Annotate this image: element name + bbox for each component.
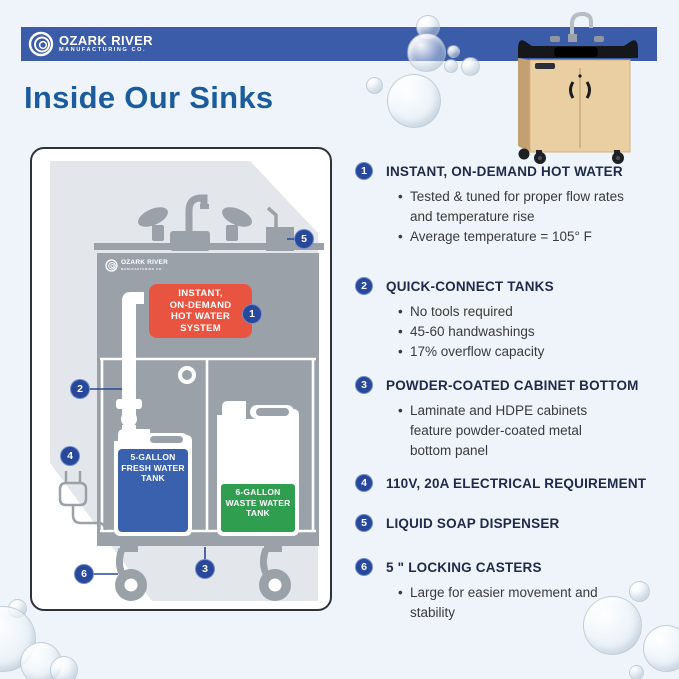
hot-water-line: SYSTEM xyxy=(180,322,221,334)
waste-tank-line: WASTE WATER xyxy=(225,497,291,508)
feature-bullet: No tools required xyxy=(398,302,670,322)
feature-bullet: Average temperature = 105° F xyxy=(398,227,640,247)
cabinet-brand-name: OZARK RIVER xyxy=(121,259,168,267)
product-photo-sink xyxy=(518,11,638,164)
feature-bullet: 17% overflow capacity xyxy=(398,342,670,362)
fresh-tank-line: FRESH WATER xyxy=(121,462,185,473)
features-list: 1 INSTANT, ON-DEMAND HOT WATER Tested & … xyxy=(355,162,670,623)
bubble-decoration xyxy=(387,74,441,128)
feature-locking-casters: 6 5 " LOCKING CASTERS Large for easier m… xyxy=(355,558,670,623)
feature-title: INSTANT, ON-DEMAND HOT WATER xyxy=(386,163,623,179)
diagram-callout-4: 4 xyxy=(60,446,80,466)
feature-number-badge: 5 xyxy=(355,514,373,532)
diagram-callout-3: 3 xyxy=(195,559,215,579)
fresh-tank-line: 5-GALLON xyxy=(130,452,176,462)
feature-bullet: Tested & tuned for proper flow rates and… xyxy=(398,187,640,227)
feature-title: 110V, 20A ELECTRICAL REQUIREMENT xyxy=(386,475,647,491)
brand-logo: OZARK RIVER MANUFACTURING CO. xyxy=(28,31,153,57)
feature-title: 5 " LOCKING CASTERS xyxy=(386,559,542,575)
bubble-decoration xyxy=(447,45,460,58)
cabinet-brand-logo-icon xyxy=(105,259,118,272)
feature-hot-water: 1 INSTANT, ON-DEMAND HOT WATER Tested & … xyxy=(355,162,670,247)
bubble-decoration xyxy=(444,59,458,73)
cabinet-brand-subtitle: MANUFACTURING CO. xyxy=(121,266,164,271)
waste-tank-line: 6-GALLON xyxy=(235,487,281,497)
bubble-decoration xyxy=(366,77,383,94)
diagram-callout-5: 5 xyxy=(294,229,314,249)
waste-water-tank-label: 6-GALLON WASTE WATER TANK xyxy=(221,487,295,519)
waste-tank-line: TANK xyxy=(246,508,270,518)
feature-bullet: 45-60 handwashings xyxy=(398,322,670,342)
bubble-decoration xyxy=(407,33,446,72)
bubble-decoration xyxy=(50,656,78,679)
page-title: Inside Our Sinks xyxy=(24,80,274,115)
brand-logo-icon xyxy=(28,31,54,57)
sink-cutaway-diagram: OZARK RIVER MANUFACTURING CO. INSTANT, O… xyxy=(30,147,332,611)
hot-water-line: HOT WATER xyxy=(171,311,230,322)
feature-electrical: 4 110V, 20A ELECTRICAL REQUIREMENT xyxy=(355,474,670,492)
feature-number-badge: 2 xyxy=(355,277,373,295)
diagram-callout-2: 2 xyxy=(70,379,90,399)
diagram-callout-1: 1 xyxy=(242,304,262,324)
sink-cutaway-art xyxy=(58,194,324,601)
bubble-decoration xyxy=(583,596,642,655)
feature-cabinet-bottom: 3 POWDER-COATED CABINET BOTTOM Laminate … xyxy=(355,376,670,461)
feature-number-badge: 4 xyxy=(355,474,373,492)
feature-number-badge: 1 xyxy=(355,162,373,180)
feature-bullet: Large for easier movement and stability xyxy=(398,583,625,623)
bubble-decoration xyxy=(461,57,480,76)
fresh-water-tank-label: 5-GALLON FRESH WATER TANK xyxy=(118,452,188,484)
feature-title: QUICK-CONNECT TANKS xyxy=(386,278,554,294)
feature-quick-connect-tanks: 2 QUICK-CONNECT TANKS No tools required … xyxy=(355,277,670,362)
feature-title: POWDER-COATED CABINET BOTTOM xyxy=(386,377,639,393)
cabinet-brand-logo: OZARK RIVER MANUFACTURING CO. xyxy=(105,259,168,272)
bubble-decoration xyxy=(629,581,650,602)
brand-subtitle: MANUFACTURING CO. xyxy=(59,47,147,54)
feature-soap-dispenser: 5 LIQUID SOAP DISPENSER xyxy=(355,514,670,532)
hot-water-line: ON-DEMAND xyxy=(169,299,232,311)
diagram-callout-6: 6 xyxy=(74,564,94,584)
fresh-tank-line: TANK xyxy=(141,473,165,483)
hot-water-line: INSTANT, xyxy=(178,288,223,299)
feature-bullet: Laminate and HDPE cabinets feature powde… xyxy=(398,401,615,461)
feature-number-badge: 3 xyxy=(355,376,373,394)
hot-water-system-box: INSTANT, ON-DEMAND HOT WATER SYSTEM xyxy=(149,284,252,338)
bubble-decoration xyxy=(643,625,679,672)
feature-number-badge: 6 xyxy=(355,558,373,576)
brand-name: OZARK RIVER xyxy=(59,33,153,49)
bubble-decoration xyxy=(629,665,644,679)
feature-title: LIQUID SOAP DISPENSER xyxy=(386,515,560,531)
